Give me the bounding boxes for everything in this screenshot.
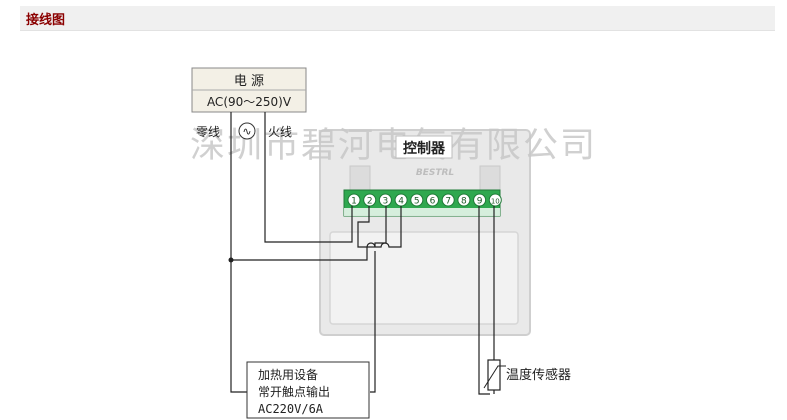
junction-dot bbox=[228, 257, 234, 263]
wire-sensor-a bbox=[478, 206, 490, 395]
load-line3: AC220V/6A bbox=[258, 402, 324, 416]
controller-label: 控制器 bbox=[403, 140, 446, 157]
wires bbox=[230, 112, 495, 395]
terminal-5 bbox=[410, 193, 424, 207]
terminal-label-2: 2 bbox=[367, 197, 373, 207]
wire-t2-to-load bbox=[357, 206, 402, 248]
terminal-6 bbox=[426, 193, 439, 207]
terminal-label-3: 3 bbox=[383, 197, 389, 207]
load-line1: 加热用设备 bbox=[258, 368, 318, 382]
controller-clip-right bbox=[479, 165, 501, 191]
terminal-1 bbox=[347, 193, 361, 207]
controller-brand: BESTRL bbox=[416, 168, 455, 178]
terminal-10 bbox=[488, 193, 502, 207]
sensor-label: 温度传感器 bbox=[506, 367, 571, 383]
ac-symbol-circle bbox=[238, 122, 256, 140]
sensor-thermistor-mark bbox=[483, 365, 506, 389]
watermark-text: 深圳市碧河电气有限公司 bbox=[190, 126, 597, 166]
controller-clip-left bbox=[349, 165, 371, 191]
terminal-label-8: 8 bbox=[461, 197, 467, 207]
terminal-label-4: 4 bbox=[398, 197, 404, 207]
terminal-label-1: 1 bbox=[351, 197, 357, 207]
terminal-label-7: 7 bbox=[445, 197, 451, 207]
power-title: 电 源 bbox=[234, 74, 264, 89]
wire-neutral bbox=[230, 112, 247, 393]
power-spec: AC(90～250)V bbox=[207, 95, 292, 109]
controller-inner-panel bbox=[329, 231, 519, 325]
load-line2: 常开触点输出 bbox=[258, 384, 330, 399]
load-box bbox=[246, 361, 370, 419]
ac-symbol-icon: ∿ bbox=[242, 125, 251, 138]
sensor-symbol bbox=[487, 359, 501, 391]
section-title: 接线图 bbox=[26, 13, 66, 28]
wire-load-feed bbox=[370, 251, 376, 393]
terminal-label-6: 6 bbox=[430, 197, 436, 207]
controller-label-box bbox=[395, 135, 453, 159]
terminal-7 bbox=[441, 193, 455, 207]
live-label: 火线 bbox=[268, 125, 292, 139]
section-header: 接线图 bbox=[20, 6, 775, 31]
terminal-8 bbox=[457, 193, 471, 207]
neutral-label: 零线 bbox=[196, 125, 220, 139]
wire-live bbox=[264, 112, 353, 243]
terminal-label-10: 10 bbox=[491, 198, 500, 206]
terminal-label-5: 5 bbox=[414, 197, 420, 207]
terminal-strip bbox=[344, 208, 500, 216]
terminal-2 bbox=[363, 193, 377, 207]
terminal-label-9: 9 bbox=[477, 197, 483, 207]
